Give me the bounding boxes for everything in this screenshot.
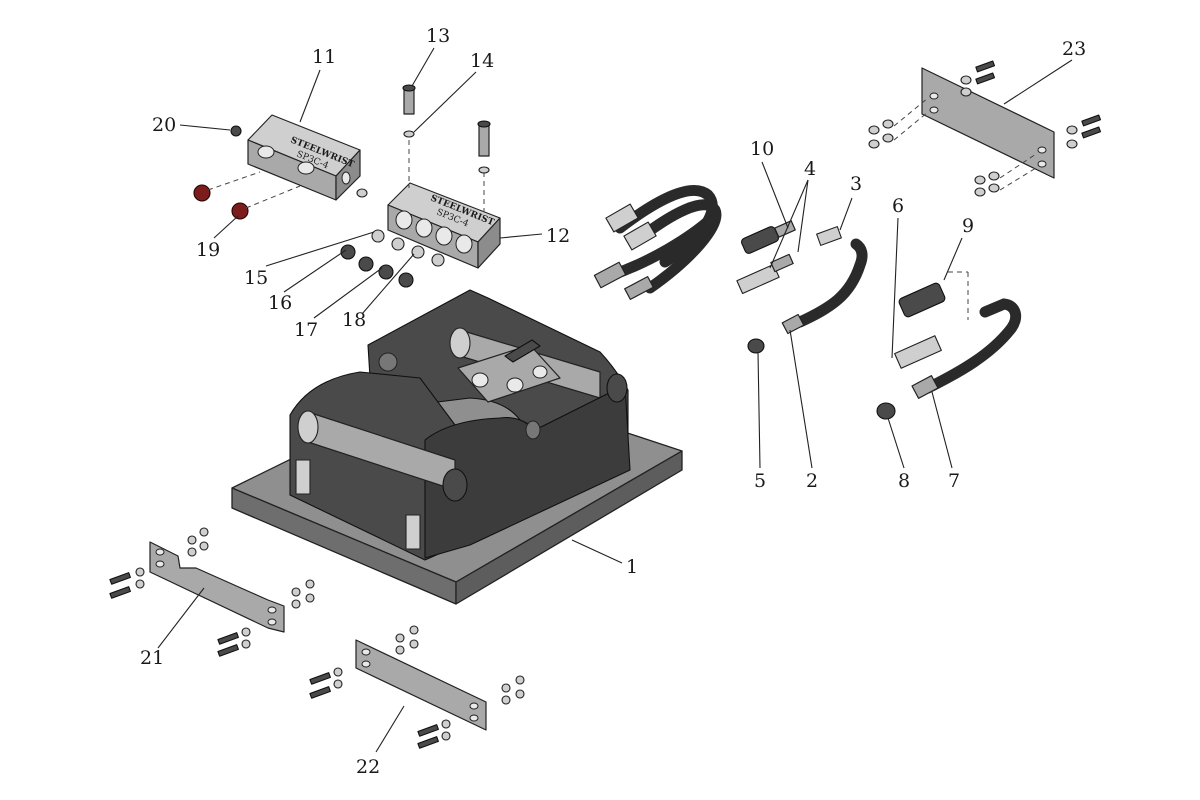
quick-couplers-9-6	[894, 271, 969, 369]
red-plugs-19	[193, 171, 301, 220]
callout-4: 4	[804, 158, 816, 180]
callout-20: 20	[152, 114, 176, 136]
leader-lines	[157, 47, 1073, 753]
callout-3: 3	[850, 173, 862, 195]
base-plate-assembly	[231, 289, 683, 605]
callout-2: 2	[806, 470, 818, 492]
callout-14: 14	[470, 50, 494, 72]
callout-1: 1	[626, 556, 638, 578]
callout-13: 13	[426, 25, 450, 47]
callout-10: 10	[750, 138, 774, 160]
bolts-13	[402, 84, 491, 212]
callout-12: 12	[546, 225, 570, 247]
valve-block-12: STEELWRIST SP3C-4	[387, 182, 501, 269]
callout-labels: 1 2 3 4 5 6 7 8 9 10 11 12 13 14 15 16 1…	[140, 25, 1086, 778]
hose-2	[781, 226, 868, 335]
callout-9: 9	[962, 215, 974, 237]
valve-block-11: STEELWRIST SP3C-4	[247, 114, 361, 201]
fitting-5	[747, 338, 765, 354]
callout-21: 21	[140, 647, 164, 669]
plug-small	[356, 188, 368, 198]
callout-17: 17	[294, 319, 318, 341]
callout-15: 15	[244, 267, 268, 289]
bracket-21	[109, 527, 315, 657]
fitting-8	[876, 402, 896, 420]
callout-7: 7	[948, 470, 960, 492]
callout-6: 6	[892, 195, 904, 217]
callout-22: 22	[356, 756, 380, 778]
hose-7	[911, 298, 1022, 399]
callout-5: 5	[754, 470, 766, 492]
fittings-15-18	[340, 229, 445, 288]
plug-20	[230, 125, 242, 137]
callout-19: 19	[196, 239, 220, 261]
bracket-22	[309, 625, 525, 749]
callout-16: 16	[268, 292, 292, 314]
quick-couplers-10-4	[736, 220, 796, 295]
callout-11: 11	[312, 46, 336, 68]
callout-23: 23	[1062, 38, 1086, 60]
callout-8: 8	[898, 470, 910, 492]
hose-bundle	[593, 185, 722, 301]
callout-18: 18	[342, 309, 366, 331]
plate-23	[868, 60, 1102, 197]
washers-14	[403, 130, 490, 174]
